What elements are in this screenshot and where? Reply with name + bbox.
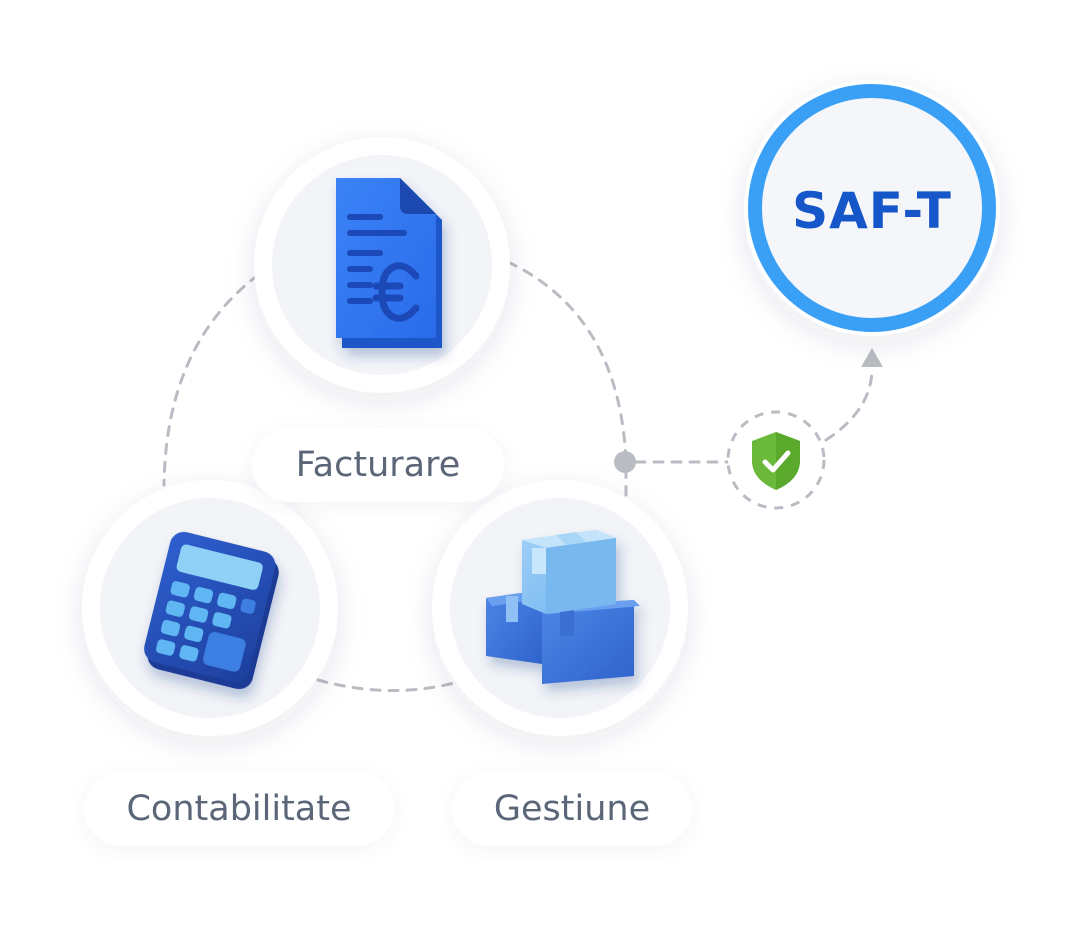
saft-label: SAF-T [792,182,952,240]
connector-to-saft [824,366,874,442]
junction-dot [614,451,636,473]
gestiune-label: Gestiune [452,772,692,846]
saft-node: SAF-T [744,80,1000,336]
euro-icon [372,262,420,322]
gestiune-node [432,480,688,736]
arrow-head-icon [861,348,883,367]
contabilitate-label: Contabilitate [84,772,394,846]
validation-node [726,410,826,510]
contabilitate-node [82,480,338,736]
boxes-icon [486,530,640,684]
connector-contabilitate-gestiune [316,678,460,692]
output-connector [634,366,874,464]
connector-facturare-gestiune [506,260,628,497]
calculator-icon [144,531,279,690]
facturare-node [254,137,510,393]
facturare-label: Facturare [252,428,504,502]
shield-check-icon [752,432,800,490]
cycle-connector [162,260,628,692]
connector-facturare-contabilitate [162,273,260,487]
invoice-euro-icon [336,178,442,348]
